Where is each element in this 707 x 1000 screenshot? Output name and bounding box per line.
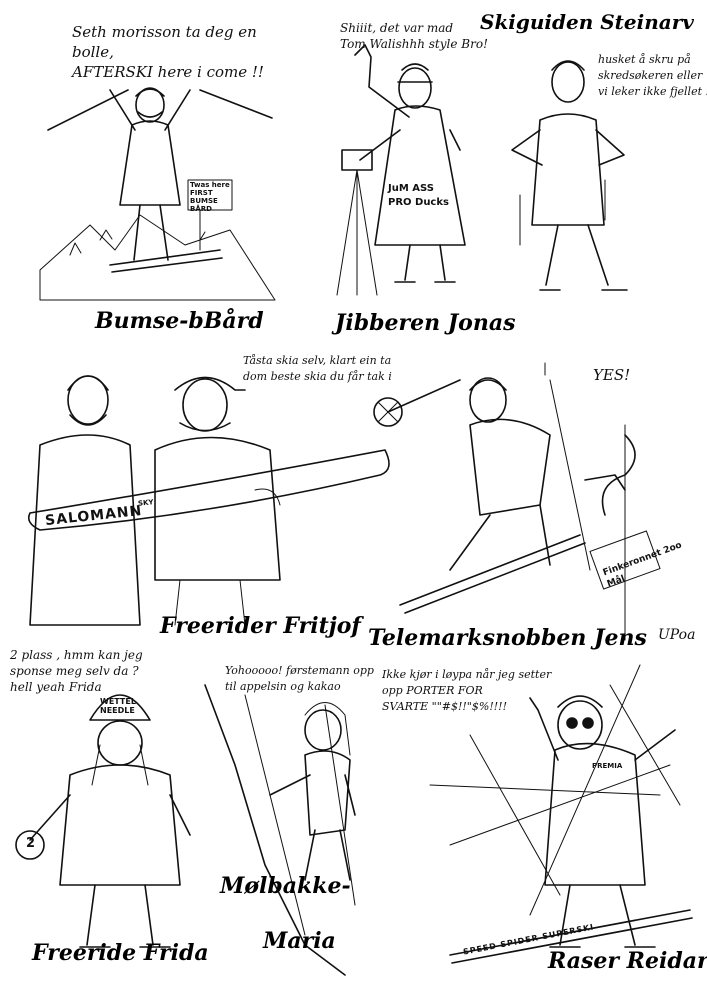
jens-name: Telemarksnobben Jens <box>368 625 647 651</box>
maria-name-line2: Maria <box>263 928 336 954</box>
reidar-badge: PREMIA <box>592 762 623 770</box>
jens-signature: UPoa <box>658 627 696 643</box>
panel-jibberen-jonas: Shiiit, det var mad Tom Walishhh style B… <box>300 0 516 345</box>
maria-quote: Yohooooo! førstemann opp til appelsin og… <box>225 664 374 693</box>
fritjof-ski-small: SKY <box>137 498 154 508</box>
bard-sign: Twas here FIRST BUMSE BÅRD <box>190 181 230 213</box>
steinar-title: Skiguiden Steinarv <box>480 10 694 34</box>
maria-drawing <box>204 684 356 976</box>
frida-bib: 2 <box>26 836 36 851</box>
steinar-drawing <box>511 60 628 291</box>
bard-quote: Seth morisson ta deg en bolle, AFTERSKI … <box>72 23 264 81</box>
jens-quote: YES! <box>593 366 631 384</box>
jens-drawing <box>373 362 661 641</box>
jonas-name: Jibberen Jonas <box>335 310 516 336</box>
panel-bumse-bard: Seth morisson ta deg en bolle, AFTERSKI … <box>0 0 300 345</box>
panel-freeride-frida: 2 plass , hmm kan jeg sponse meg selv da… <box>0 645 209 1000</box>
jonas-coat-text: JuM ASS PRO Ducks <box>388 183 449 208</box>
reidar-drawing <box>429 664 693 964</box>
panel-freerider-fritjof: Tåsta skia selv, klart ein ta dom beste … <box>0 345 400 645</box>
panel-raser-reidar: Ikke kjør i løypa når jeg setter opp POR… <box>370 645 707 1000</box>
reidar-name: Raser Reidar <box>548 948 707 974</box>
panel-telemarksnobben-jens: YES! Finkeronnet 2oo Mål UPoa Telemarksn… <box>360 345 707 660</box>
maria-name-line1: Mølbakke- <box>220 873 351 899</box>
frida-drawing <box>15 694 191 948</box>
bard-name: Bumse-bBård <box>95 308 264 334</box>
jonas-drawing <box>336 44 466 296</box>
panel-molbakke-maria: Yohooooo! førstemann opp til appelsin og… <box>204 645 374 1000</box>
frida-name: Freeride Frida <box>32 940 209 966</box>
fritjof-drawing <box>27 375 390 626</box>
bard-drawing <box>39 87 276 301</box>
panel-skiguiden-steinarv: Skiguiden Steinarv husket å skru på skre… <box>480 0 707 345</box>
frida-quote: 2 plass , hmm kan jeg sponse meg selv da… <box>10 648 143 694</box>
fritjof-name: Freerider Fritjof <box>160 613 361 639</box>
fritjof-quote: Tåsta skia selv, klart ein ta dom beste … <box>243 354 392 383</box>
frida-hat: WETTEL NEEDLE <box>100 697 136 715</box>
reidar-quote: Ikke kjør i løypa når jeg setter opp POR… <box>382 668 552 713</box>
steinar-quote: husket å skru på skredsøkeren eller ? vi… <box>598 53 707 98</box>
jonas-quote: Shiiit, det var mad Tom Walishhh style B… <box>340 21 488 51</box>
